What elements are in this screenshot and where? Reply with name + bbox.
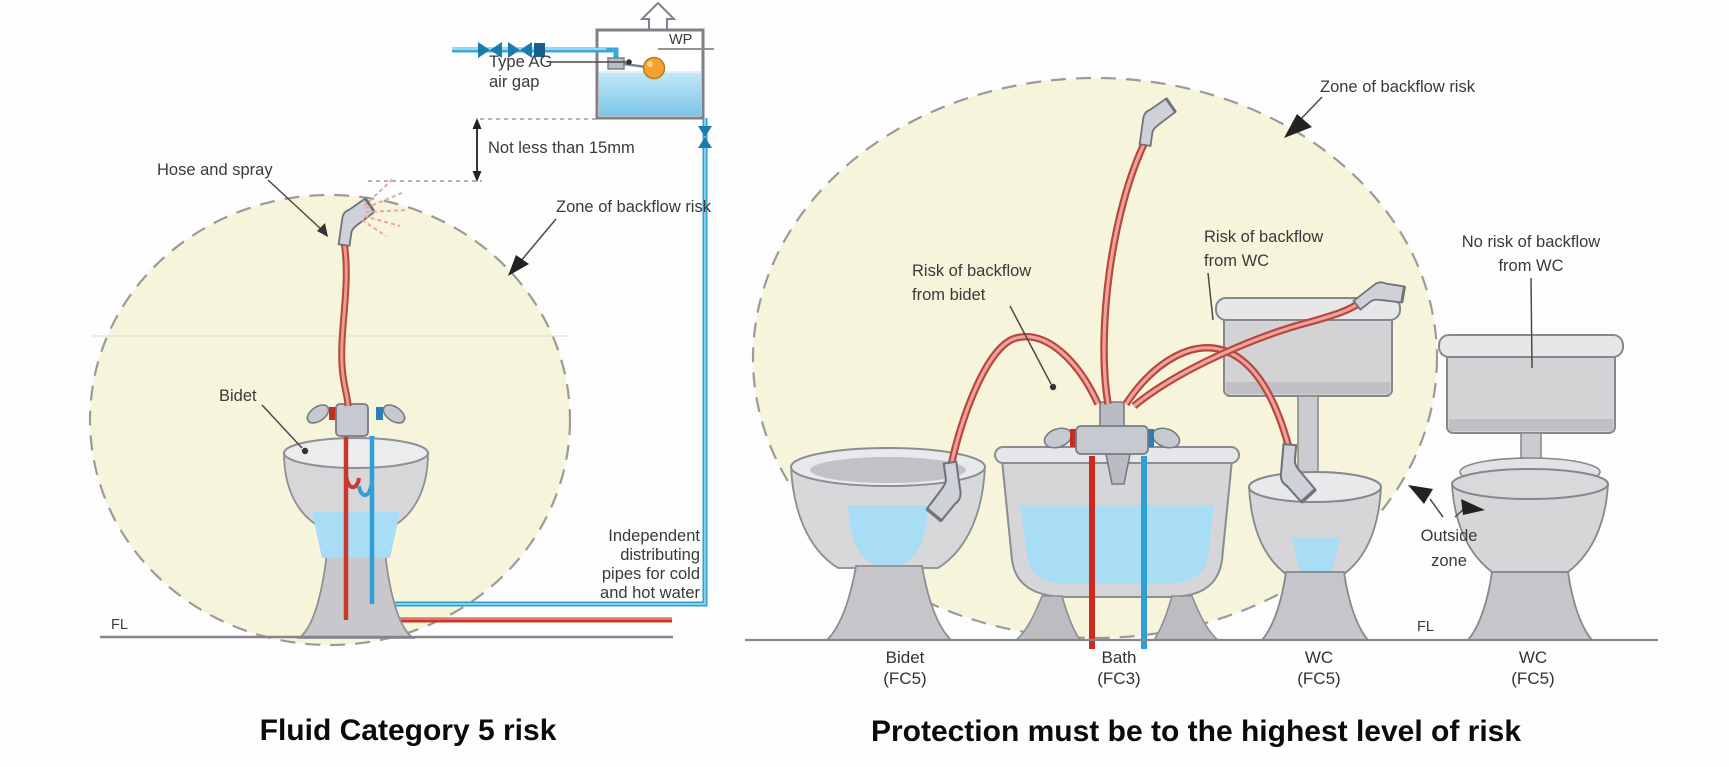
risk-wc-label: Risk of backflow from WC: [1204, 228, 1323, 321]
wc1-cat: (FC5): [1297, 669, 1340, 688]
valve-icon: [478, 42, 490, 58]
stop-valve-icon: [534, 43, 545, 57]
valve-icon: [698, 137, 712, 148]
bidet-label: Bidet: [219, 387, 309, 455]
bidet-name: Bidet: [886, 648, 925, 667]
wc1-name: WC: [1305, 648, 1333, 667]
svg-text:air gap: air gap: [489, 73, 539, 91]
outside-zone-label: Outside zone: [1408, 485, 1485, 570]
wc-pedestal: [1466, 571, 1594, 641]
floor-label: FL: [111, 617, 128, 633]
svg-text:from bidet: from bidet: [912, 286, 986, 304]
right-caption: Protection must be to the highest level …: [871, 715, 1521, 748]
zone-label: Zone of backflow risk: [508, 198, 712, 276]
svg-text:Bidet: Bidet: [219, 387, 257, 405]
hose: [338, 241, 352, 407]
inlet-pipe: [452, 42, 666, 80]
hose-to-bidet: [947, 333, 1102, 467]
cistern: WP: [452, 1, 714, 120]
svg-text:zone: zone: [1431, 552, 1467, 570]
svg-text:pipes for cold: pipes for cold: [602, 565, 700, 583]
type-ag-label: Type AG air gap: [489, 53, 632, 91]
valve-icon: [520, 42, 532, 58]
hose-to-zone-edge: [1131, 299, 1362, 409]
svg-text:Zone of backflow risk: Zone of backflow risk: [556, 198, 712, 216]
vent-arrow-icon: [639, 1, 677, 32]
cistern-water: [599, 72, 701, 116]
wc-water: [1292, 538, 1340, 580]
hose-spray-label: Hose and spray: [157, 161, 328, 237]
bath-figure: [994, 401, 1240, 649]
svg-text:No risk of backflow: No risk of backflow: [1462, 233, 1601, 251]
svg-text:Outside: Outside: [1421, 527, 1478, 545]
fixture-labels: Bidet (FC5) Bath (FC3) WC (FC5) WC (FC5): [883, 648, 1554, 688]
svg-text:Type AG: Type AG: [489, 53, 552, 71]
valve-icon: [508, 42, 520, 58]
air-gap-dimension-label: Not less than 15mm: [488, 139, 635, 157]
bidet-rim: [283, 437, 429, 469]
air-gap-dimension-arrow-icon: [472, 118, 482, 182]
zone-label: Zone of backflow risk: [1284, 78, 1476, 138]
wc2-name: WC: [1519, 648, 1547, 667]
float-valve-body: [607, 57, 625, 70]
wp-label: WP: [669, 32, 692, 48]
spray-fan-icon: [361, 177, 409, 237]
svg-text:from WC: from WC: [1204, 252, 1269, 270]
wc-rim: [1451, 468, 1609, 500]
distributing-pipes-label: Independent distributing pipes for cold …: [600, 527, 700, 602]
svg-text:and hot water: and hot water: [600, 584, 700, 602]
bidet-figure: [790, 447, 986, 641]
svg-text:Independent: Independent: [608, 527, 700, 545]
valve-icon: [490, 42, 502, 58]
bidet-water: [312, 512, 400, 558]
bidet-water: [848, 505, 928, 568]
right-diagram: FL Zone of backflow risk Risk of backflo…: [745, 76, 1658, 748]
svg-text:from WC: from WC: [1498, 257, 1563, 275]
left-caption: Fluid Category 5 risk: [260, 714, 557, 747]
floor-label: FL: [1417, 619, 1434, 635]
bath-mixer-tap: [1043, 401, 1181, 485]
wc-rim: [1248, 471, 1382, 503]
svg-text:Risk of backflow: Risk of backflow: [1204, 228, 1323, 246]
risk-bidet-label: Risk of backflow from bidet: [912, 262, 1057, 391]
float-ball-icon: [642, 56, 666, 80]
hose-to-shower-top: [1100, 140, 1149, 405]
svg-text:distributing: distributing: [620, 546, 700, 564]
bath-name: Bath: [1102, 648, 1137, 667]
svg-text:Hose and spray: Hose and spray: [157, 161, 273, 179]
valve-icon: [698, 126, 712, 137]
wc-outside-zone-figure: [1438, 334, 1624, 641]
wc2-cat: (FC5): [1511, 669, 1554, 688]
wc-flush-pipe: [1297, 395, 1319, 481]
svg-text:Risk of backflow: Risk of backflow: [912, 262, 1031, 280]
bidet-taps: [306, 403, 406, 437]
left-diagram: Not less than 15mm: [88, 1, 714, 747]
bidet-figure: [283, 403, 429, 639]
no-risk-wc-label: No risk of backflow from WC: [1462, 233, 1601, 369]
bidet-cat: (FC5): [883, 669, 926, 688]
bath-water: [1020, 505, 1214, 584]
bath-cat: (FC3): [1097, 669, 1140, 688]
svg-text:Zone of backflow risk: Zone of backflow risk: [1320, 78, 1476, 96]
